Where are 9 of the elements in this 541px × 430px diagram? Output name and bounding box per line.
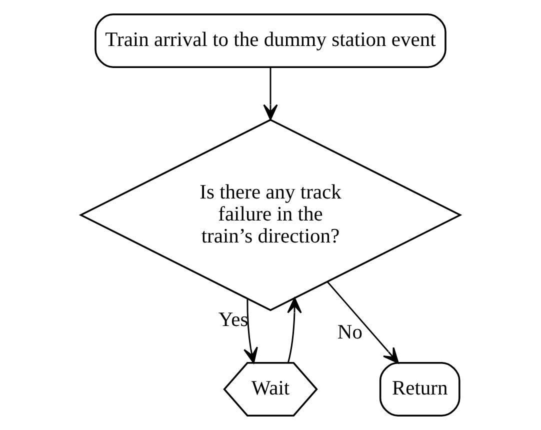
arrow (263, 67, 278, 120)
node-box: Train arrival to the dummy station event (94, 14, 446, 68)
node-box: Return (379, 362, 460, 416)
edge-label: No (337, 321, 363, 344)
arrow (326, 281, 399, 364)
arrow (287, 297, 302, 363)
arrow (244, 298, 258, 364)
node-diamond: Is there any track failure in the train’s direction? (78, 118, 462, 312)
edge-label: Yes (218, 308, 248, 331)
